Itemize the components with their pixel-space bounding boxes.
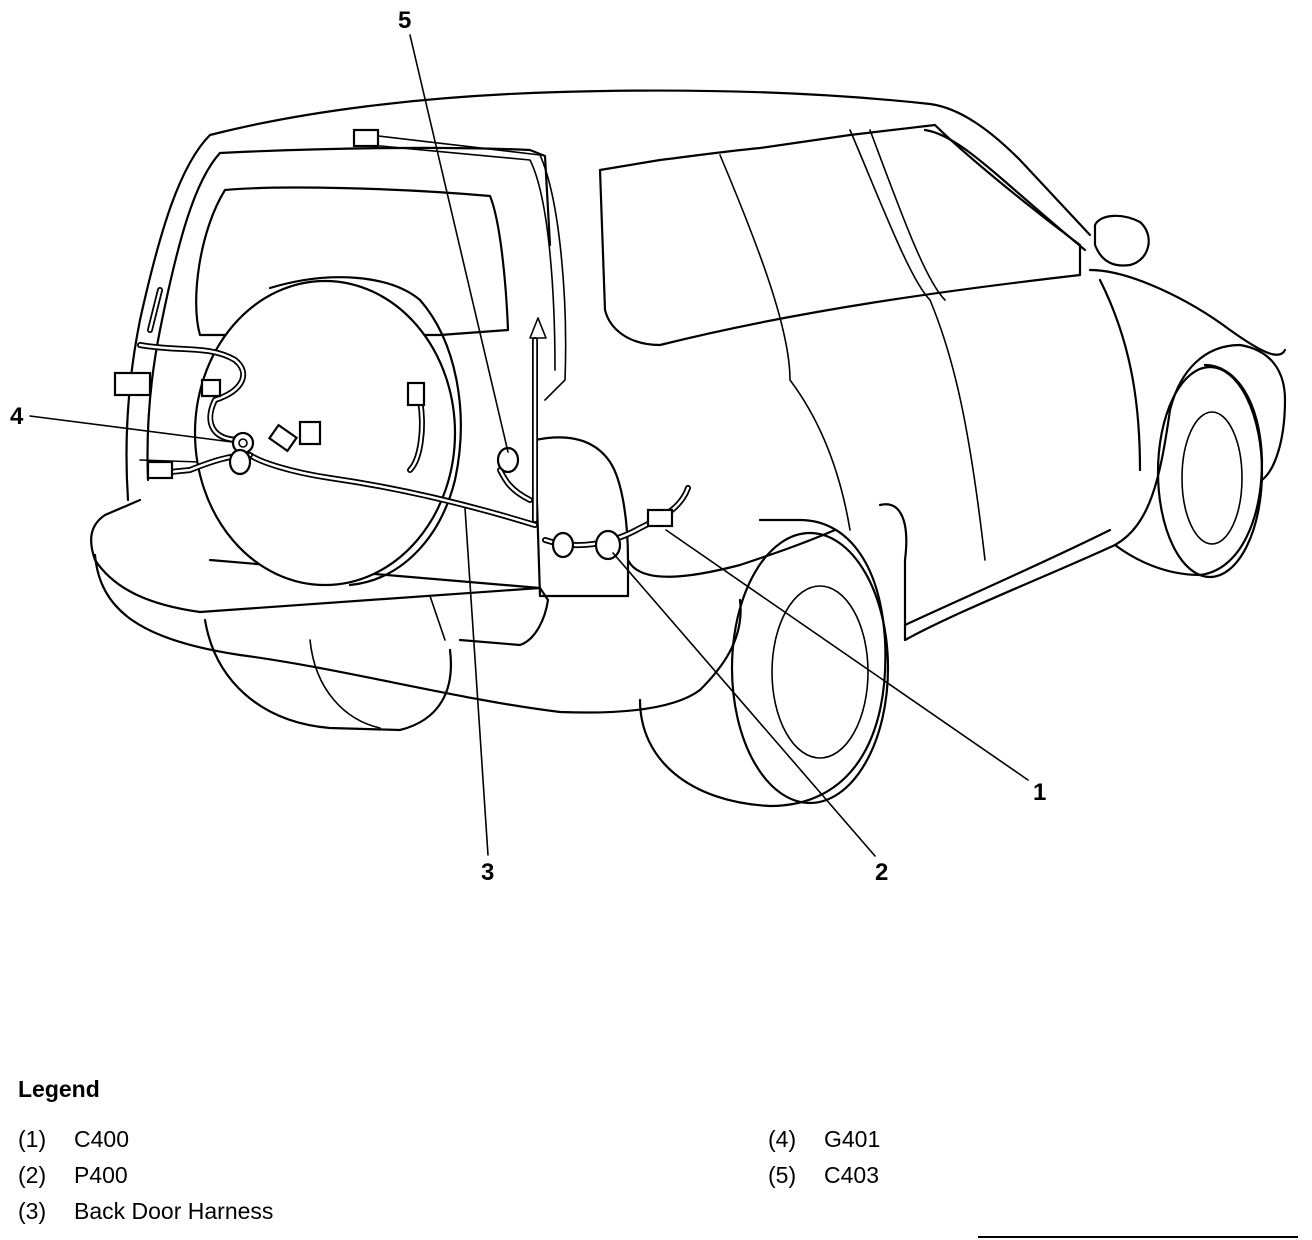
legend-item-number: (4) bbox=[768, 1126, 797, 1152]
legend-item-1: (1) C400 bbox=[18, 1126, 129, 1153]
connector-c403 bbox=[496, 446, 520, 474]
connector-upper bbox=[200, 378, 222, 398]
legend-title: Legend bbox=[18, 1076, 100, 1102]
legend-item-number: (5) bbox=[768, 1162, 797, 1188]
connector-center bbox=[298, 420, 322, 446]
rear-left-tire bbox=[638, 518, 890, 808]
front-left-tire bbox=[1113, 363, 1264, 579]
grommet-secondary bbox=[551, 531, 575, 559]
legend-item-text: G401 bbox=[824, 1126, 881, 1152]
callout-5: 5 bbox=[398, 7, 411, 34]
connector-roof bbox=[352, 128, 380, 148]
rear-right-tire bbox=[203, 618, 452, 732]
spare-tire bbox=[193, 276, 462, 587]
legend-item-5: (5) C403 bbox=[768, 1162, 879, 1189]
connector-angled bbox=[267, 423, 299, 453]
legend-item-number: (1) bbox=[18, 1126, 47, 1152]
legend-item-text: C400 bbox=[74, 1126, 129, 1152]
legend-item-number: (2) bbox=[18, 1162, 47, 1188]
vehicle-body bbox=[90, 89, 1287, 714]
grommet-p400 bbox=[594, 529, 622, 561]
legend-item-text: C403 bbox=[824, 1162, 879, 1188]
connector-right bbox=[406, 381, 426, 407]
connector-lower bbox=[146, 460, 174, 480]
callout-1: 1 bbox=[1033, 779, 1046, 806]
callout-2: 2 bbox=[875, 859, 888, 886]
grommet-rear bbox=[228, 448, 252, 476]
legend-item-text: Back Door Harness bbox=[74, 1198, 274, 1224]
legend-item-3: (3) Back Door Harness bbox=[18, 1198, 273, 1225]
footer-rule bbox=[978, 1236, 1298, 1238]
connector-rear-left bbox=[113, 371, 152, 397]
callout-3: 3 bbox=[481, 859, 494, 886]
legend-item-4: (4) G401 bbox=[768, 1126, 880, 1153]
callout-4: 4 bbox=[10, 403, 24, 430]
connector-c400 bbox=[646, 508, 674, 528]
legend-item-2: (2) P400 bbox=[18, 1162, 128, 1189]
legend-item-number: (3) bbox=[18, 1198, 47, 1224]
connectors bbox=[113, 128, 674, 561]
legend-item-text: P400 bbox=[74, 1162, 128, 1188]
leader-lines bbox=[29, 34, 1029, 857]
